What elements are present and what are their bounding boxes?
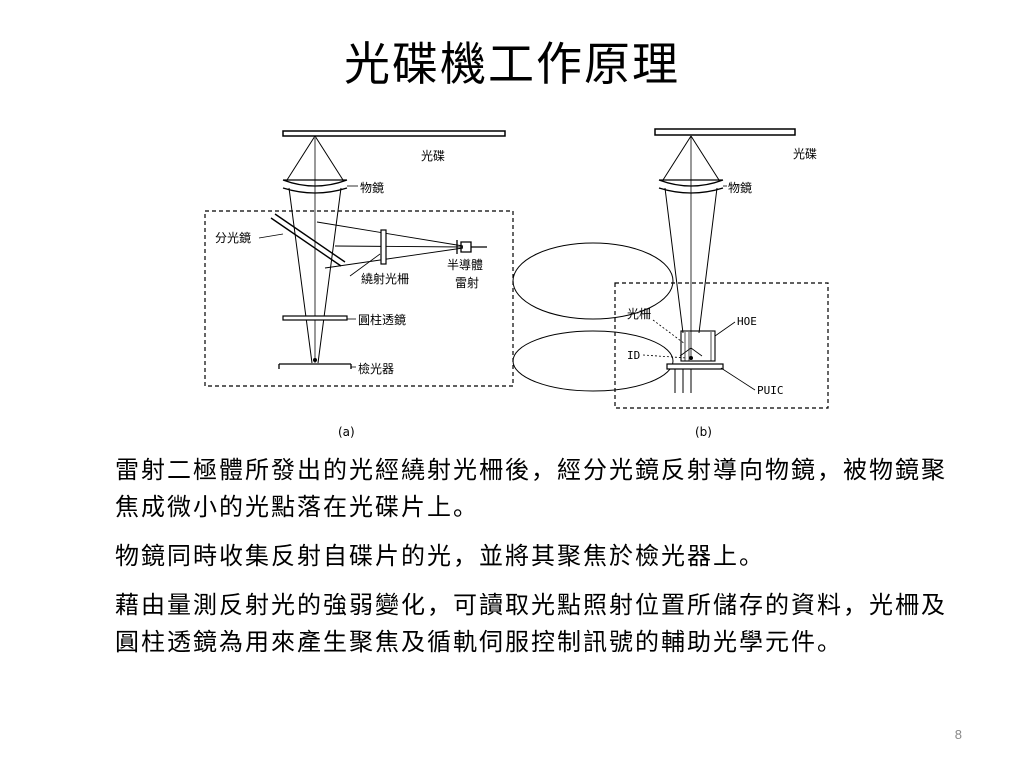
label-diffraction-grating-a: 繞射光柵 — [361, 271, 409, 286]
paragraph-2: 物鏡同時收集反射自碟片的光，並將其聚焦於檢光器上。 — [115, 542, 765, 570]
label-grating-b: 光柵 — [627, 307, 651, 321]
connector-ellipse-top — [512, 242, 674, 320]
laser-diode-a — [456, 240, 487, 254]
diagram-svg: 光碟 物鏡 分光鏡 繞射光柵 半導體 雷射 圓柱透鏡 檢光器 (a) — [175, 118, 835, 443]
caption-panel-a: (a) — [338, 425, 355, 439]
label-puic-b: PUIC — [757, 384, 784, 397]
optical-pickup-diagram: 光碟 物鏡 分光鏡 繞射光柵 半導體 雷射 圓柱透鏡 檢光器 (a) — [175, 118, 835, 443]
connector-ellipse-bottom — [512, 330, 674, 392]
label-laser-line2-a: 雷射 — [455, 275, 479, 290]
label-cylindrical-lens-a: 圓柱透鏡 — [358, 312, 406, 327]
label-disc-a: 光碟 — [421, 149, 445, 163]
disc-a — [282, 130, 506, 137]
detector-a — [278, 363, 352, 369]
label-hoe-b: HOE — [737, 315, 757, 328]
cylindrical-lens-a — [282, 315, 348, 321]
label-detector-a: 檢光器 — [358, 361, 394, 376]
disc-b — [654, 128, 796, 136]
paragraph-1: 雷射二極體所發出的光經繞射光柵後，經分光鏡反射導向物鏡，被物鏡聚焦成微小的光點落… — [115, 456, 947, 521]
label-id-b: ID — [627, 349, 640, 362]
puic-substrate-b — [666, 363, 724, 370]
page-number: 8 — [954, 727, 962, 742]
pickup-box-b — [614, 282, 829, 409]
label-objective-lens-b: 物鏡 — [728, 180, 752, 195]
label-beam-splitter-a: 分光鏡 — [215, 230, 251, 245]
paragraph-3: 藉由量測反射光的強弱變化，可讀取光點照射位置所儲存的資料，光柵及圓柱透鏡為用來產… — [115, 591, 947, 656]
hoe-assembly-b — [680, 330, 716, 362]
label-objective-lens-a: 物鏡 — [360, 180, 384, 195]
pickup-box-a — [204, 210, 514, 387]
label-disc-b: 光碟 — [793, 147, 817, 161]
slide-title: 光碟機工作原理 — [344, 37, 680, 91]
panel-b: 光碟 物鏡 光柵 HOE ID PUIC (b) — [614, 128, 829, 439]
body-text: 雷射二極體所發出的光經繞射光柵後，經分光鏡反射導向物鏡，被物鏡聚焦成微小的光點落… — [115, 452, 965, 673]
panel-a: 光碟 物鏡 分光鏡 繞射光柵 半導體 雷射 圓柱透鏡 檢光器 (a) — [204, 130, 514, 439]
label-laser-line1-a: 半導體 — [447, 258, 483, 272]
beam-splitter-a — [270, 213, 346, 267]
caption-panel-b: (b) — [695, 425, 712, 439]
diffraction-grating-a — [380, 229, 387, 265]
